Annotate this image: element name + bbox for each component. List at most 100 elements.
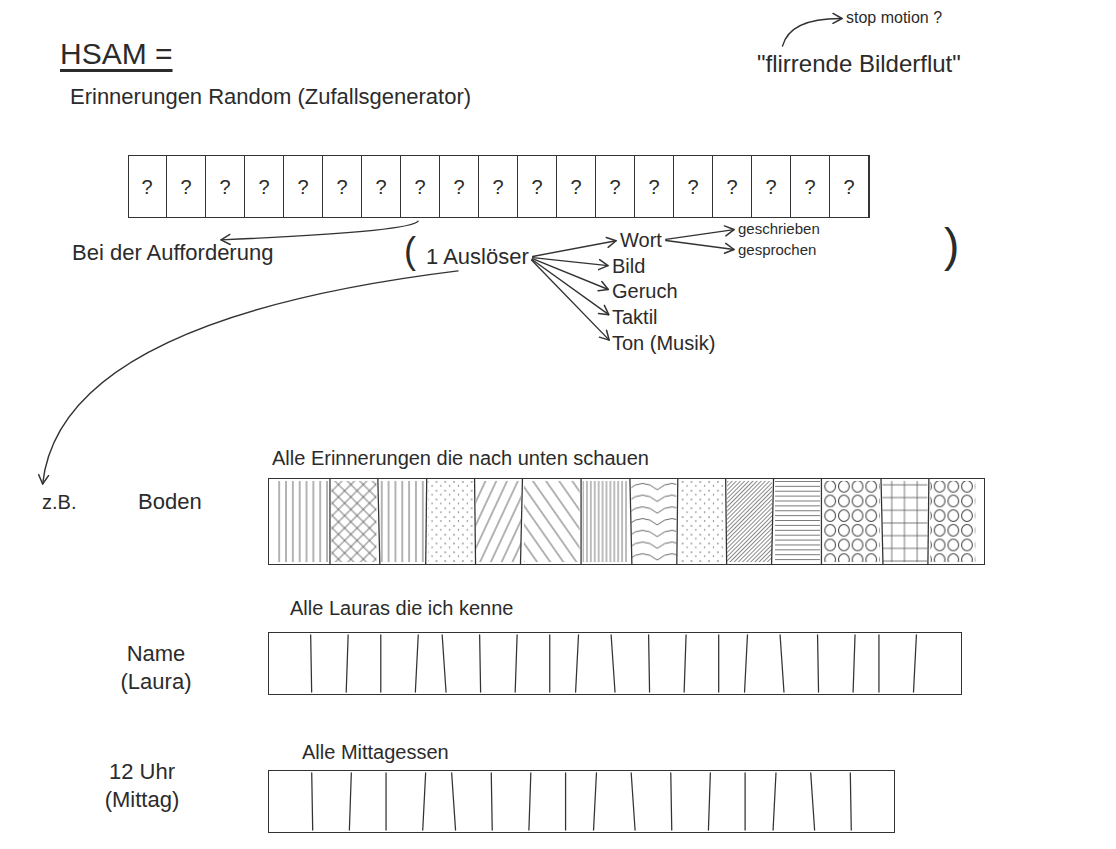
strip-divider bbox=[631, 773, 635, 830]
memory-cell: ? bbox=[440, 155, 479, 218]
strip-divider bbox=[565, 773, 566, 830]
strip-divider bbox=[744, 773, 745, 830]
texture-cell bbox=[379, 481, 425, 562]
strip-divider bbox=[580, 479, 581, 564]
connector-arrow bbox=[221, 221, 418, 240]
memory-cell: ? bbox=[713, 155, 752, 218]
memory-cell: ? bbox=[674, 155, 713, 218]
node-text: gesprochen bbox=[738, 241, 816, 259]
strip-divider bbox=[725, 479, 727, 564]
strip-divider bbox=[772, 479, 774, 564]
strip-divider bbox=[329, 479, 330, 564]
memory-cell: ? bbox=[128, 155, 167, 218]
strip-frame bbox=[268, 478, 985, 565]
question-mark: ? bbox=[570, 175, 581, 199]
strip-divider bbox=[423, 773, 426, 830]
memory-cell: ? bbox=[479, 155, 518, 218]
node-text: Bild bbox=[612, 254, 645, 278]
strip-divider bbox=[310, 635, 312, 692]
text-node: z.B. bbox=[42, 490, 76, 514]
memory-cell: ? bbox=[323, 155, 362, 218]
strip-divider bbox=[745, 635, 748, 692]
texture-cell bbox=[331, 481, 376, 562]
memory-cell: ? bbox=[284, 155, 323, 218]
strip-frame bbox=[268, 632, 962, 695]
texture-cell bbox=[631, 481, 676, 562]
strip-heading: Erinnerungen Random (Zufallsgenerator) bbox=[70, 84, 471, 110]
question-mark: ? bbox=[687, 175, 698, 199]
text-node: Wort bbox=[620, 228, 662, 252]
strip-heading: Alle Erinnerungen die nach unten schauen bbox=[272, 446, 649, 470]
texture-cell bbox=[278, 481, 329, 562]
node-text: Taktil bbox=[612, 305, 658, 329]
memory-cell: ? bbox=[206, 155, 245, 218]
question-mark: ? bbox=[180, 175, 191, 199]
memory-cell: ? bbox=[596, 155, 635, 218]
strip-divider bbox=[630, 479, 632, 564]
question-mark: ? bbox=[453, 175, 464, 199]
text-node: Geruch bbox=[612, 279, 678, 303]
connector-arrow bbox=[532, 260, 610, 340]
node-text: Bei der Aufforderung bbox=[72, 240, 273, 266]
strip-divider bbox=[821, 479, 822, 564]
label-holder: Name (Laura) bbox=[110, 640, 202, 695]
text-node: stop motion ? bbox=[846, 8, 942, 27]
question-mark: ? bbox=[258, 175, 269, 199]
text-node: Taktil bbox=[612, 305, 658, 329]
strip-divider bbox=[378, 479, 380, 564]
strip-divider bbox=[442, 635, 446, 692]
texture-cell bbox=[882, 481, 927, 562]
node-text: z.B. bbox=[42, 490, 76, 514]
label-holder: Boden bbox=[138, 489, 202, 515]
strip-divider bbox=[452, 773, 456, 830]
question-mark: ? bbox=[492, 175, 503, 199]
strip-divider bbox=[927, 479, 929, 564]
text-node: geschrieben bbox=[738, 220, 820, 238]
title-holder: HSAM = bbox=[60, 36, 173, 72]
strip-divider bbox=[346, 635, 348, 692]
connector-arrow bbox=[666, 230, 734, 240]
text-node: "flirrende Bilderflut" bbox=[757, 50, 961, 79]
strip-divider bbox=[415, 635, 418, 692]
connector-arrow bbox=[533, 258, 608, 266]
node-text: geschrieben bbox=[738, 220, 820, 238]
question-mark: ? bbox=[531, 175, 542, 199]
memory-cell: ? bbox=[245, 155, 284, 218]
texture-cell bbox=[428, 481, 473, 562]
connector-arrow bbox=[782, 19, 842, 47]
texture-cell bbox=[775, 481, 820, 562]
strip-hatching bbox=[269, 479, 984, 564]
strip-divider bbox=[479, 635, 481, 692]
label-holder: ( bbox=[404, 233, 416, 269]
strip-divider bbox=[878, 635, 879, 692]
strip-divider bbox=[576, 635, 579, 692]
strip-divider bbox=[529, 773, 531, 830]
memory-strip: Alle Erinnerungen die nach unten schauen bbox=[268, 446, 985, 565]
strip-divider bbox=[676, 479, 678, 564]
strip-divider bbox=[549, 635, 550, 692]
memory-strip: Erinnerungen Random (Zufallsgenerator)??… bbox=[70, 84, 870, 218]
strip-divider bbox=[311, 773, 313, 830]
question-mark: ? bbox=[375, 175, 386, 199]
bracket-label: ( bbox=[404, 233, 416, 269]
side-label: Name (Laura) bbox=[110, 640, 202, 695]
texture-cell bbox=[823, 481, 880, 562]
strip-divider bbox=[811, 773, 815, 830]
page-title: HSAM = bbox=[60, 36, 173, 72]
node-text: Wort bbox=[620, 228, 662, 252]
memory-strip: Alle Lauras die ich kenne bbox=[268, 596, 962, 695]
texture-cell bbox=[727, 481, 772, 562]
question-mark: ? bbox=[297, 175, 308, 199]
question-mark: ? bbox=[414, 175, 425, 199]
strip-divider bbox=[385, 773, 386, 830]
strip-hatching bbox=[269, 633, 961, 694]
question-mark: ? bbox=[765, 175, 776, 199]
strip-divider bbox=[773, 773, 776, 830]
strip-divider bbox=[780, 635, 784, 692]
question-mark: ? bbox=[648, 175, 659, 199]
memory-cell: ? bbox=[557, 155, 596, 218]
connector-arrow bbox=[532, 259, 608, 290]
text-node: Bild bbox=[612, 254, 645, 278]
